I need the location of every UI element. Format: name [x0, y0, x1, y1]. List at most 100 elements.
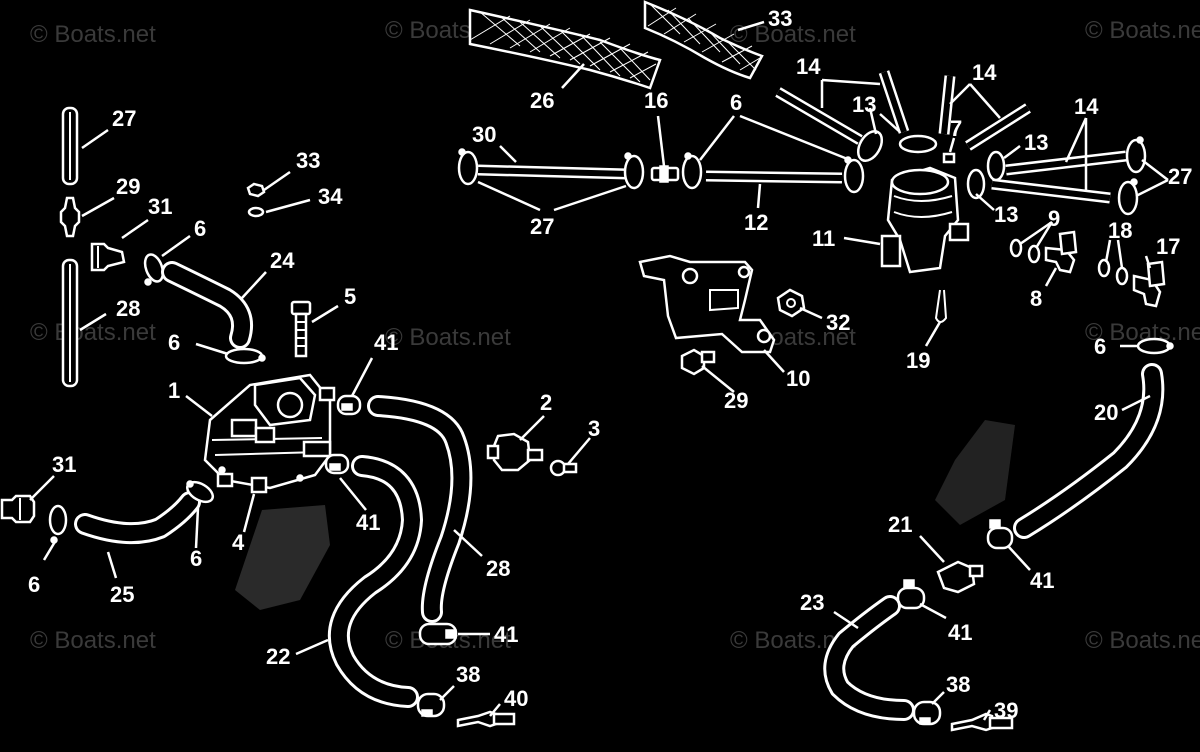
callout-2: 2	[540, 390, 552, 415]
callout-38-b: 38	[946, 672, 970, 697]
callout-6-f: 6	[1094, 334, 1106, 359]
clamp-13-a	[856, 130, 884, 162]
callout-7: 7	[950, 116, 962, 141]
callout-16: 16	[644, 88, 668, 113]
callout-33-top: 33	[768, 6, 792, 31]
callout-13-c: 13	[994, 202, 1018, 227]
hose-28	[367, 395, 473, 623]
callout-24: 24	[270, 248, 295, 273]
hose-23	[823, 595, 915, 721]
clamp-6-e	[681, 152, 703, 190]
bracket-10	[638, 254, 776, 354]
callout-32: 32	[826, 310, 850, 335]
clip-19	[934, 289, 948, 323]
callout-29: 29	[724, 388, 748, 413]
callout-17: 17	[1156, 234, 1180, 259]
callout-8: 8	[1030, 286, 1042, 311]
tube-30	[477, 164, 629, 180]
callout-6-a: 6	[194, 216, 206, 241]
callout-23: 23	[800, 590, 824, 615]
clamp-13-b	[986, 150, 1006, 182]
callout-12: 12	[744, 210, 768, 235]
callout-14-b: 14	[972, 60, 997, 85]
clamp-6-d	[185, 480, 215, 504]
stipple-shadows	[235, 420, 1015, 610]
nut-33	[246, 182, 266, 198]
fitting-2	[486, 432, 544, 472]
callout-6-b: 6	[168, 330, 180, 355]
callout-26: 26	[530, 88, 554, 113]
fitting-17	[1132, 260, 1166, 308]
connector-37	[59, 196, 81, 238]
inline-filter-21	[936, 560, 984, 594]
clamp-13-c	[966, 168, 986, 200]
watermark: © Boats.net	[1085, 17, 1200, 44]
callouts: 27 29 31 28 6 24 33 34 5 6 1 41 31 6 25 …	[28, 6, 1192, 723]
fitting-40	[456, 710, 516, 728]
callout-22: 22	[266, 644, 290, 669]
callout-10: 10	[786, 366, 810, 391]
sleeve-26	[468, 8, 662, 90]
connector-16	[650, 165, 680, 183]
clamp-38-a	[416, 692, 446, 718]
clamp-38-b	[912, 700, 942, 726]
callout-27-left: 27	[530, 214, 554, 239]
callout-14-c: 14	[1074, 94, 1099, 119]
clamp-6-b	[224, 347, 266, 365]
fuel-pump-1	[203, 373, 336, 494]
clamp-27-right-b	[1117, 178, 1139, 216]
callout-6-e: 6	[730, 90, 742, 115]
callout-20: 20	[1094, 400, 1118, 425]
callout-6-d: 6	[190, 546, 202, 571]
clamp-41-a	[336, 394, 362, 416]
o-rings-9	[1009, 238, 1041, 264]
clamp-41-d	[986, 519, 1014, 550]
tube-12	[705, 170, 843, 184]
clamp-41-e	[896, 579, 926, 610]
callout-33-left: 33	[296, 148, 320, 173]
hose-22	[327, 455, 424, 708]
callout-37: 29	[116, 174, 140, 199]
callout-38-a: 38	[456, 662, 480, 687]
watermark: © Boats.net	[1085, 627, 1200, 654]
fitting-31-upper	[90, 242, 126, 272]
callout-41-d: 41	[1030, 568, 1054, 593]
filter-assembly-11	[880, 166, 970, 274]
callout-14-a: 14	[796, 54, 821, 79]
callout-27-right: 27	[1168, 164, 1192, 189]
hose-20	[1013, 363, 1165, 539]
callout-41-a: 41	[374, 330, 398, 355]
callout-30: 30	[472, 122, 496, 147]
hose-25	[74, 491, 201, 545]
clamp-27-left-a	[457, 148, 479, 186]
leader-lines	[29, 20, 1169, 721]
callout-6-c: 6	[28, 572, 40, 597]
tube-36	[61, 258, 79, 388]
fitting-31-lower	[0, 494, 36, 524]
callout-13-b: 13	[1024, 130, 1048, 155]
clamp-27-right-a	[1125, 136, 1147, 174]
watermark: © Boats.net	[30, 319, 156, 346]
clamp-6-c	[48, 504, 68, 544]
clamp-6-f	[1136, 337, 1174, 355]
clamp-6-a	[143, 253, 165, 286]
ring-7	[898, 134, 956, 164]
lines-14	[775, 70, 1127, 204]
callout-19: 19	[906, 348, 930, 373]
sleeve-33	[643, 0, 764, 80]
callout-4: 4	[232, 530, 245, 555]
callout-36: 28	[116, 296, 140, 321]
callout-31-lower: 31	[52, 452, 76, 477]
callout-25: 25	[110, 582, 134, 607]
nut-32	[776, 288, 806, 318]
washer-34	[247, 206, 265, 218]
callout-21: 21	[888, 512, 912, 537]
callout-1: 1	[168, 378, 180, 403]
screw-3	[549, 459, 578, 477]
clamp-41-b	[324, 453, 350, 475]
callout-9: 9	[1048, 206, 1060, 231]
clamp-12-right	[843, 156, 865, 194]
callout-41-c: 41	[494, 622, 518, 647]
callout-11: 11	[812, 226, 835, 251]
watermark: © Boats.net	[385, 324, 511, 351]
